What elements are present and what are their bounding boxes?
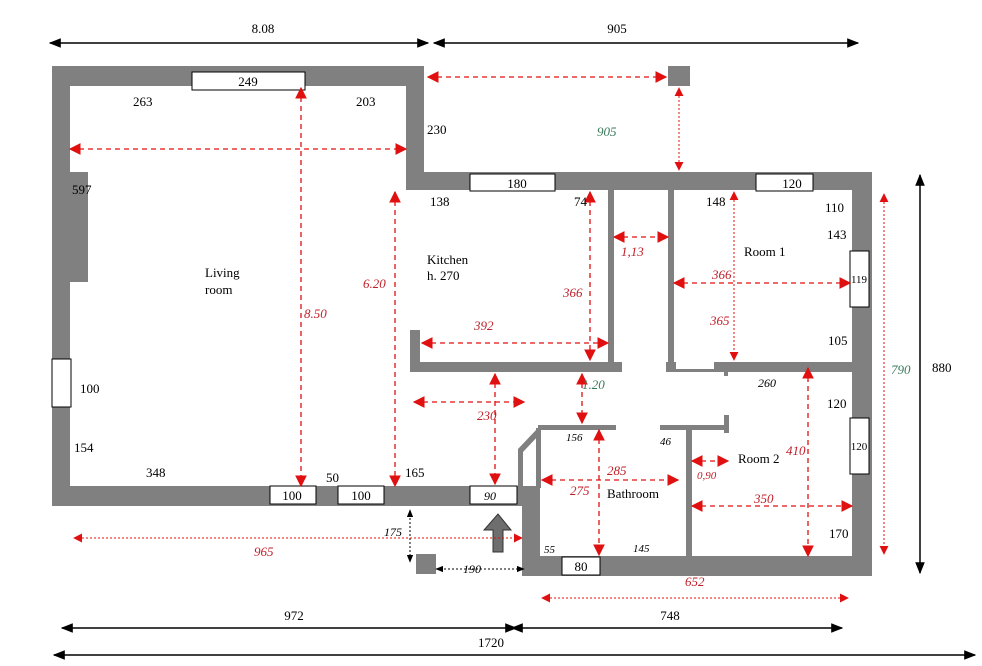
kitchen-height: h. 270 xyxy=(427,268,460,283)
dim-label: 965 xyxy=(254,544,274,559)
dim-label: 8.50 xyxy=(304,306,327,321)
red-dimensions xyxy=(68,71,889,603)
measure: 230 xyxy=(427,122,447,137)
dim-label: 285 xyxy=(607,463,627,478)
window-bottom-a: 100 xyxy=(282,488,302,503)
overall-height: 880 xyxy=(932,360,952,375)
room-label-bathroom: Bathroom xyxy=(607,486,659,501)
entrance-arrow-icon xyxy=(482,513,513,553)
room-label-room2: Room 2 xyxy=(738,451,780,466)
dim-label: 366 xyxy=(562,285,583,300)
measure: 50 xyxy=(326,470,339,485)
dim-label: 6.20 xyxy=(363,276,386,291)
dim-label-green: 1.20 xyxy=(582,377,605,392)
measure: 175 xyxy=(384,525,402,539)
measure: 145 xyxy=(633,543,650,555)
window-bottom-b: 100 xyxy=(351,488,371,503)
measure: 203 xyxy=(356,94,376,109)
measure: 55 xyxy=(544,544,556,556)
entrance-door: 90 xyxy=(484,489,496,503)
measure: 138 xyxy=(430,194,450,209)
dim-label: 230 xyxy=(477,408,497,423)
walls xyxy=(52,66,872,576)
measure: 120 xyxy=(827,396,847,411)
measure: 165 xyxy=(405,465,425,480)
dim-label: 392 xyxy=(473,318,494,333)
overall-dimensions xyxy=(48,38,977,660)
overall-width-total: 1720 xyxy=(478,635,504,650)
dim-label-green: 790 xyxy=(891,362,911,377)
measure: 263 xyxy=(133,94,153,109)
dim-label: 0,90 xyxy=(697,470,717,482)
dim-label: 350 xyxy=(753,491,774,506)
dim-label: 1,13 xyxy=(621,244,644,259)
measure: 148 xyxy=(706,194,726,209)
measure: 156 xyxy=(566,432,583,444)
measure: 74 xyxy=(574,194,588,209)
dim-label: 652 xyxy=(685,574,705,589)
measure: 46 xyxy=(660,436,672,448)
measure: 170 xyxy=(829,526,849,541)
measure: 143 xyxy=(827,227,847,242)
measure: 348 xyxy=(146,465,166,480)
window-living-top: 249 xyxy=(238,74,258,89)
overall-width-top-right: 905 xyxy=(607,21,627,36)
wall-measurements: 263 203 230 597 138 74 148 110 143 105 1… xyxy=(72,94,849,576)
window-room1-top: 120 xyxy=(782,176,802,191)
overall-width-bottom-left: 972 xyxy=(284,608,304,623)
dim-label-green: 905 xyxy=(597,124,617,139)
measure: 597 xyxy=(72,182,92,197)
measure: 110 xyxy=(825,200,844,215)
room-label-room1: Room 1 xyxy=(744,244,786,259)
dim-label: 275 xyxy=(570,483,590,498)
room-label-kitchen: Kitchen xyxy=(427,252,469,267)
windows: 249 180 120 119 120 100 100 100 90 80 xyxy=(51,71,870,576)
measure: 190 xyxy=(463,562,481,576)
window-kitchen-top: 180 xyxy=(507,176,527,191)
dim-label: 365 xyxy=(709,313,730,328)
room-label-living: Living xyxy=(205,265,240,280)
room-label-living-2: room xyxy=(205,282,232,297)
window-living-left: 100 xyxy=(80,381,100,396)
measure: 260 xyxy=(758,376,776,390)
dim-label: 410 xyxy=(786,443,806,458)
measure: 154 xyxy=(74,440,94,455)
overall-width-top-left: 8.08 xyxy=(252,21,275,36)
measure: 105 xyxy=(828,333,848,348)
window-bathroom: 80 xyxy=(575,559,588,574)
overall-width-bottom-right: 748 xyxy=(660,608,680,623)
window-room1-right: 119 xyxy=(851,274,868,286)
dim-label: 366 xyxy=(711,267,732,282)
window-room2-right: 120 xyxy=(851,441,868,453)
red-dimension-labels: 8.50 6.20 392 366 1,13 366 365 230 285 2… xyxy=(254,244,806,589)
